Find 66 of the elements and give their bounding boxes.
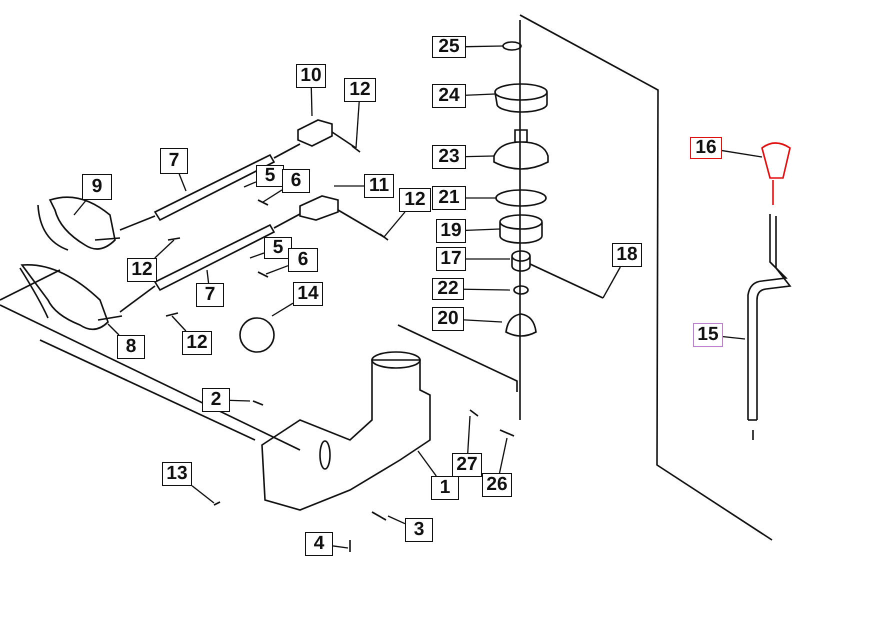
leader-line bbox=[722, 336, 746, 340]
callout-number: 5 bbox=[264, 237, 292, 259]
leader-line bbox=[108, 324, 120, 336]
leader-line bbox=[417, 450, 437, 476]
callout-number: 2 bbox=[202, 388, 230, 412]
leader-line bbox=[466, 45, 504, 48]
callout-number: 15 bbox=[693, 323, 723, 347]
leader-line bbox=[466, 155, 494, 158]
callout-number: 8 bbox=[117, 335, 145, 359]
callout-number: 17 bbox=[436, 247, 466, 271]
leader-line bbox=[498, 438, 508, 474]
leader-line bbox=[262, 189, 282, 203]
callout-number: 19 bbox=[436, 219, 466, 243]
leader-line bbox=[172, 316, 186, 332]
callout-number: 6 bbox=[282, 169, 310, 193]
leader-line bbox=[178, 174, 187, 192]
leader-line bbox=[244, 181, 256, 188]
leader-line bbox=[192, 485, 214, 504]
callout-number: 6 bbox=[288, 248, 318, 272]
leader-line bbox=[464, 319, 502, 323]
leader-line bbox=[250, 252, 264, 259]
callout-number: 18 bbox=[612, 243, 642, 267]
leader-line bbox=[466, 228, 500, 232]
callout-number: 4 bbox=[305, 532, 333, 556]
leader-line bbox=[332, 545, 348, 549]
callout-number: 1 bbox=[431, 476, 459, 500]
callout-number: 24 bbox=[432, 84, 466, 108]
leader-line bbox=[266, 265, 288, 275]
callout-number: 21 bbox=[432, 186, 466, 210]
leader-line bbox=[464, 288, 510, 291]
leader-line bbox=[154, 240, 174, 258]
callout-number: 10 bbox=[296, 64, 326, 88]
callout-number: 12 bbox=[344, 78, 376, 102]
leader-line bbox=[355, 102, 360, 148]
callout-number: 12 bbox=[182, 331, 212, 355]
leader-line bbox=[334, 185, 364, 187]
callout-number: 13 bbox=[162, 462, 192, 486]
leader-line bbox=[310, 88, 313, 116]
callout-number: 20 bbox=[432, 307, 464, 331]
leader-line bbox=[384, 212, 406, 238]
callout-number: 27 bbox=[452, 453, 482, 477]
callout-number: 12 bbox=[127, 258, 157, 282]
leader-line bbox=[722, 150, 762, 158]
callout-number: 11 bbox=[364, 174, 394, 198]
leader-line bbox=[230, 400, 250, 402]
callout-number: 26 bbox=[482, 473, 512, 497]
leader-line bbox=[466, 197, 496, 199]
leader-line bbox=[466, 93, 496, 96]
callout-number: 7 bbox=[160, 148, 188, 174]
leader-line bbox=[467, 416, 471, 454]
callout-number: 16 bbox=[690, 137, 722, 159]
callout-number: 22 bbox=[432, 278, 464, 300]
callout-number: 5 bbox=[256, 165, 284, 187]
callout-number: 14 bbox=[293, 282, 323, 306]
callout-number: 9 bbox=[82, 174, 112, 200]
callout-number: 7 bbox=[196, 283, 224, 307]
callout-number: 25 bbox=[432, 36, 466, 58]
callout-number: 3 bbox=[405, 518, 433, 542]
leader-line bbox=[74, 200, 87, 216]
leader-line bbox=[206, 270, 210, 284]
leader-line bbox=[466, 258, 510, 260]
leader-line bbox=[272, 302, 294, 317]
callout-number: 23 bbox=[432, 145, 466, 169]
leader-line bbox=[602, 266, 621, 298]
callout-number: 12 bbox=[399, 188, 431, 212]
leader-line bbox=[388, 515, 406, 524]
